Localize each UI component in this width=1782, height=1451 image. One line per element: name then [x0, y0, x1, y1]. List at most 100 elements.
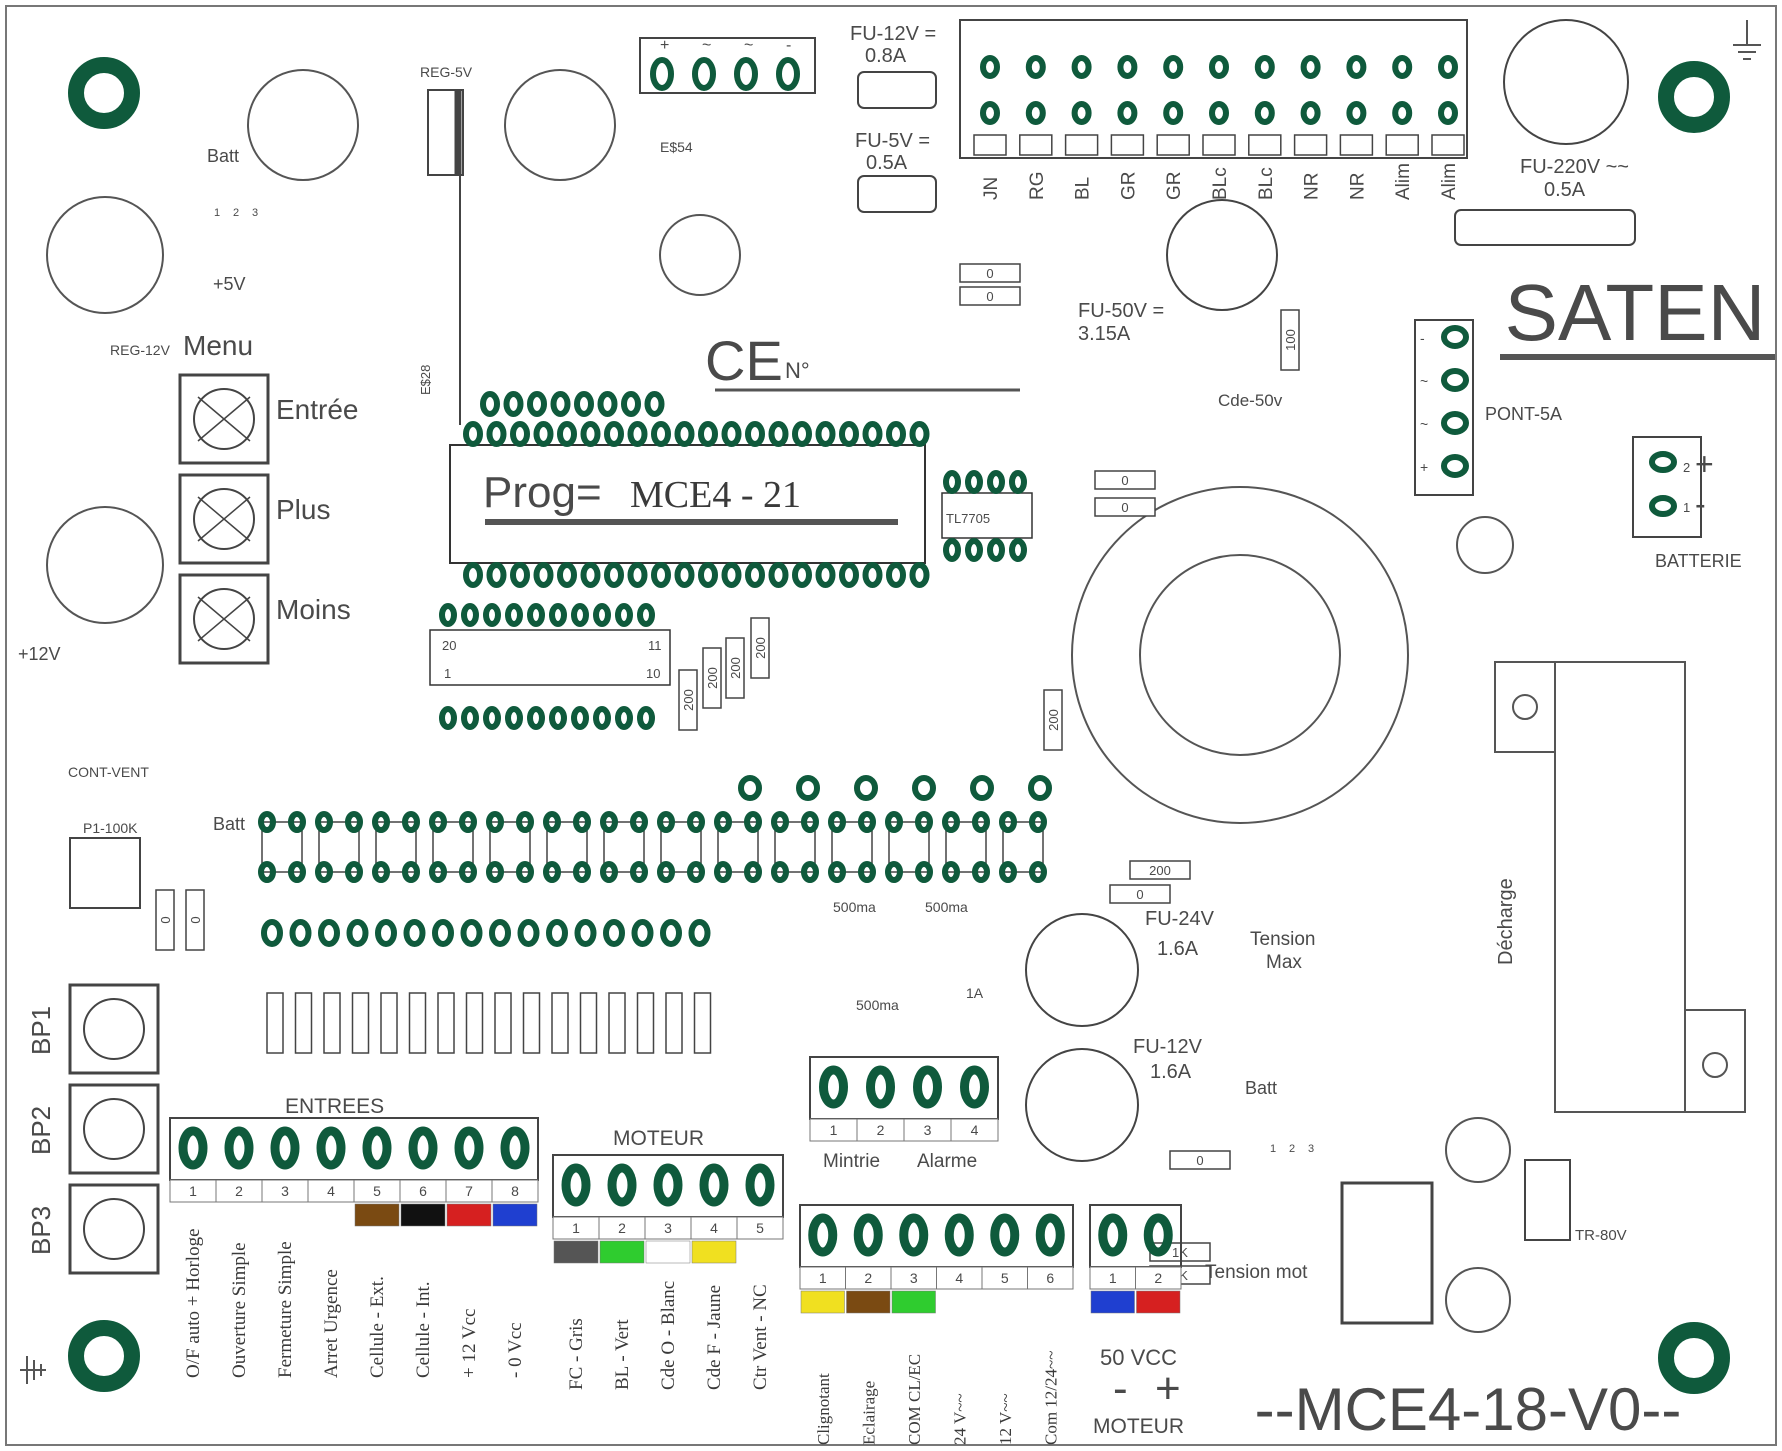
resistor	[323, 992, 341, 1054]
resistor	[608, 992, 626, 1054]
terminal-number: 3	[910, 1270, 918, 1286]
terminal-number: 4	[971, 1122, 979, 1138]
resistor-value: 0	[1121, 473, 1128, 488]
resistor	[725, 637, 745, 699]
solder-pad	[258, 811, 276, 833]
solder-pad	[1028, 775, 1052, 801]
terminal-number: 5	[373, 1183, 381, 1199]
solder-pad	[738, 775, 762, 801]
terminal-label-blc: BLc	[1256, 167, 1277, 200]
terminal-screw	[500, 1126, 530, 1170]
terminal-number-cell	[1027, 1266, 1074, 1290]
terminal-tab	[1064, 134, 1099, 156]
solder-pad	[801, 861, 819, 883]
p1-potentiometer	[69, 837, 141, 909]
solder-pad	[604, 421, 624, 447]
solder-pad	[1441, 325, 1469, 349]
solder-pad	[460, 919, 483, 947]
batt-pin: 1	[214, 207, 220, 219]
battery-pin-number: 1	[1683, 500, 1690, 515]
solder-pad	[1346, 55, 1367, 79]
terminal-label-alim: Alim	[1439, 163, 1460, 200]
solder-pad	[698, 562, 718, 588]
solder-pad	[505, 706, 523, 730]
dip-ic	[429, 629, 671, 686]
terminal-tab	[1339, 134, 1374, 156]
solder-pad	[505, 603, 523, 627]
solder-pad	[1254, 101, 1275, 125]
terminal-screw	[561, 1163, 591, 1207]
solder-pad	[1117, 55, 1138, 79]
fuse-holder-220v	[1503, 19, 1629, 145]
fu5v-rating: 0.5A	[866, 152, 908, 174]
wire-color-swatch	[354, 1203, 400, 1227]
solder-pad	[943, 538, 961, 562]
solder-pad	[549, 603, 567, 627]
resistor	[1280, 309, 1300, 371]
fu220v-rating: 0.5A	[1544, 179, 1586, 201]
solder-pad	[660, 919, 682, 947]
solder-pad	[593, 706, 611, 730]
solder-pad	[489, 919, 511, 947]
solder-pad	[886, 421, 906, 447]
batterie-connector	[1632, 436, 1702, 538]
solder-pad	[261, 919, 283, 947]
solder-pad	[516, 811, 534, 833]
resistor	[1094, 470, 1156, 490]
resistor	[437, 992, 455, 1054]
fuse-holders	[857, 19, 1636, 1162]
pont-symbol: ~	[1420, 373, 1428, 389]
terminal-label: 24 V~~	[950, 1393, 969, 1445]
wire-color-swatch	[891, 1290, 936, 1314]
solder-pad	[1029, 811, 1047, 833]
resistor	[1094, 497, 1156, 517]
solder-pad	[516, 861, 534, 883]
resistor	[959, 263, 1021, 283]
solder-pad	[1392, 55, 1413, 79]
terminal-number: 2	[864, 1270, 872, 1286]
terminal-screw	[866, 1065, 895, 1109]
terminal-screw	[1143, 1213, 1173, 1257]
resistor	[551, 992, 569, 1054]
dip-pin-10: 10	[646, 666, 660, 681]
terminal-number: 2	[1154, 1270, 1162, 1286]
solder-pad	[289, 919, 312, 947]
terminal-label: Ctr Vent - NC	[750, 1284, 771, 1390]
terminal-number: 1	[572, 1220, 580, 1236]
solder-pad	[1071, 101, 1092, 125]
solder-pad	[744, 811, 762, 833]
fuse-holder-12v	[857, 71, 937, 109]
capacitor	[659, 214, 741, 296]
solder-pad	[644, 391, 665, 417]
bp-button-1	[68, 983, 160, 1075]
terminal-number-cell	[736, 1216, 784, 1240]
motor-plus-label: +	[1155, 1364, 1181, 1413]
mcu-chip	[449, 444, 926, 564]
solder-pad	[432, 919, 454, 947]
menu-button-cap	[193, 388, 255, 450]
batt-label: Batt	[207, 146, 239, 166]
solder-pad	[439, 706, 457, 730]
mcu-pins-top	[463, 391, 930, 447]
terminal-screw	[913, 1065, 942, 1109]
battery-sign: -	[1695, 486, 1706, 522]
solder-pad	[1025, 55, 1046, 79]
solder-pad	[721, 421, 742, 447]
resistors: 001000020020020020020000200001K1K	[155, 263, 1300, 1285]
solder-pad	[533, 562, 554, 588]
reg12v-label: REG-12V	[110, 342, 171, 358]
solder-pad	[627, 562, 648, 588]
terminal-label-gr: GR	[1118, 172, 1139, 201]
terminal-label-blc: BLc	[1210, 167, 1231, 200]
terminal-number: 5	[756, 1220, 764, 1236]
solder-pad	[258, 861, 276, 883]
fuse-500ma-label: 500ma	[833, 899, 876, 915]
solder-pad	[621, 391, 641, 417]
solder-pad	[288, 811, 306, 833]
bp-button-cap	[83, 998, 145, 1060]
solder-pad	[463, 562, 483, 588]
solder-pad	[593, 603, 611, 627]
